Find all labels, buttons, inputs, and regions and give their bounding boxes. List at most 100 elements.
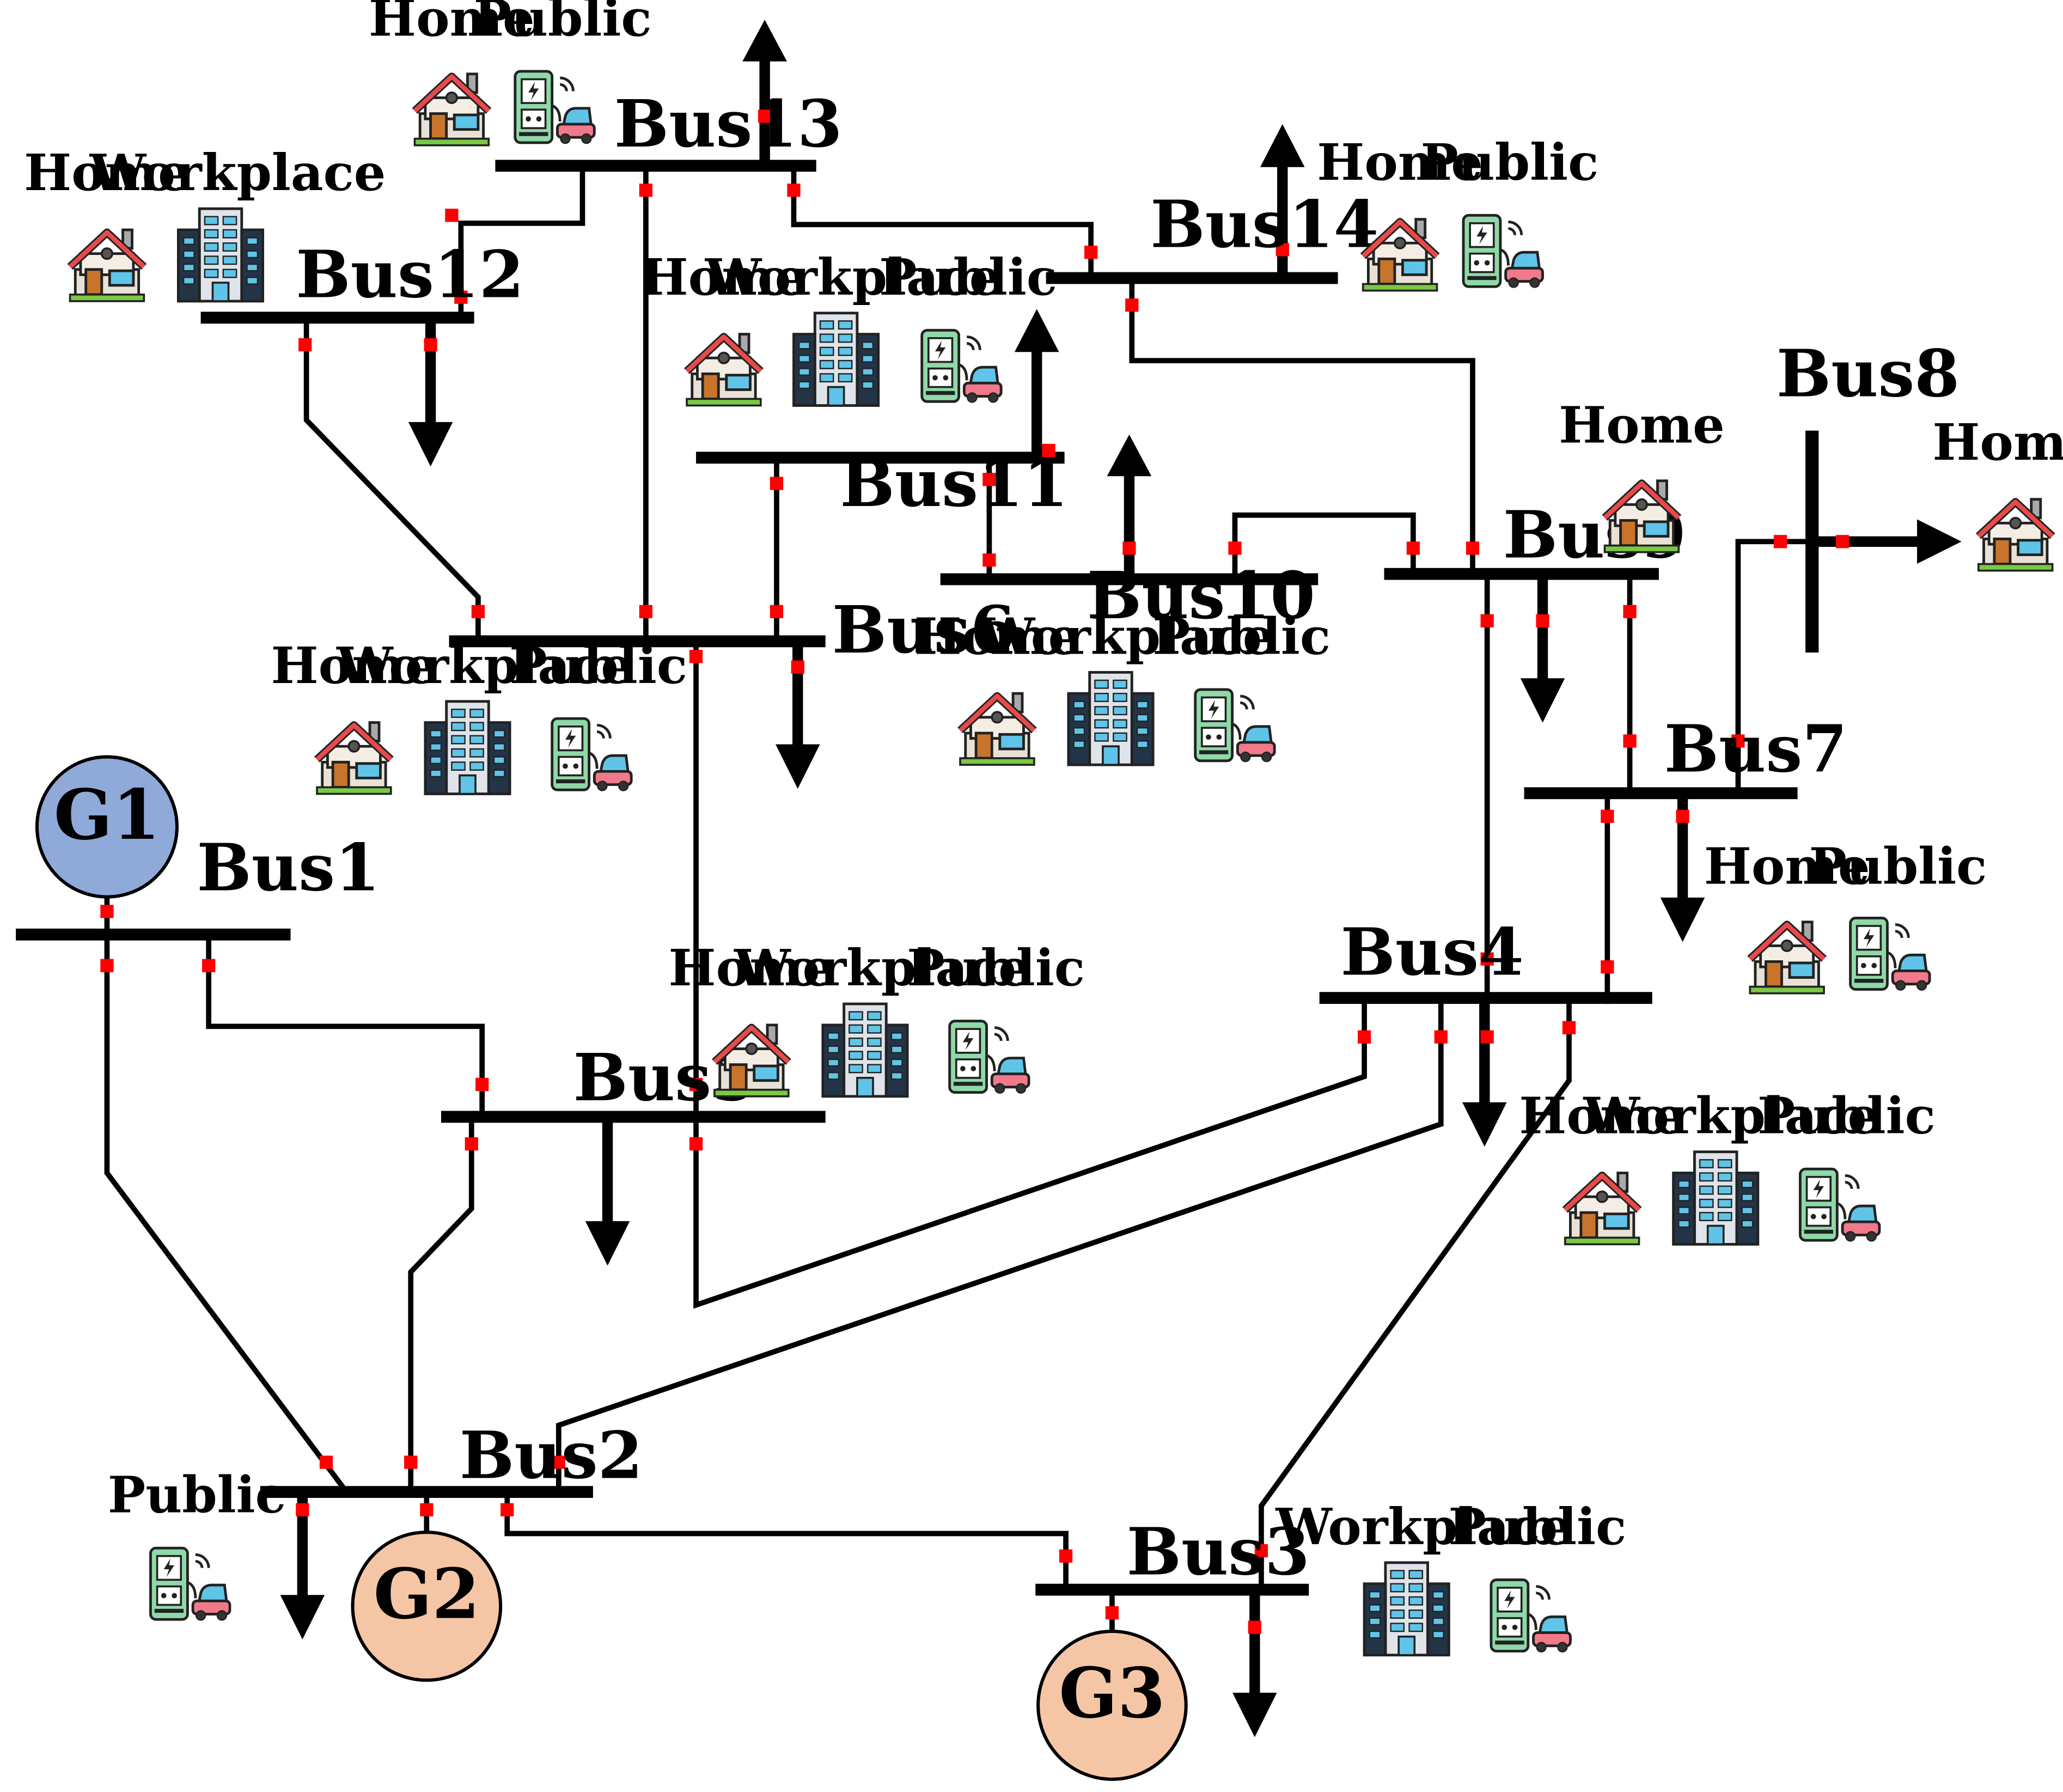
load-arrow-icon bbox=[585, 1116, 630, 1266]
bus-label-bus3: Bus3 bbox=[1127, 1514, 1310, 1590]
breaker-icon bbox=[1406, 541, 1420, 555]
busbar-bus2 bbox=[260, 1486, 593, 1498]
category-label: Home bbox=[1559, 395, 1725, 454]
breaker-icon bbox=[298, 338, 312, 352]
breaker-icon bbox=[1480, 952, 1494, 966]
category-label: Public bbox=[907, 938, 1085, 997]
ev-charger-icon bbox=[950, 1021, 1029, 1093]
busbar-bus3 bbox=[1035, 1583, 1309, 1596]
breaker-icon bbox=[100, 905, 114, 918]
bus-label-bus13: Bus13 bbox=[614, 86, 843, 162]
breaker-icon bbox=[1623, 734, 1637, 748]
generator-g3-label: G3 bbox=[1059, 1653, 1165, 1734]
breaker-icon bbox=[639, 605, 652, 618]
breaker-icon bbox=[454, 290, 468, 304]
house-icon bbox=[70, 230, 144, 301]
generator-g1-circle bbox=[35, 755, 179, 899]
breaker-icon bbox=[1623, 605, 1637, 618]
office-building-icon bbox=[425, 702, 510, 794]
breaker-icon bbox=[465, 1137, 478, 1151]
bus-label-bus8: Bus8 bbox=[1777, 336, 1960, 412]
busbar-bus7 bbox=[1524, 787, 1798, 800]
generator-g1-label: G1 bbox=[54, 775, 160, 855]
bus-label-bus6: Bus6 bbox=[832, 592, 1015, 668]
ev-charger-icon bbox=[1463, 215, 1543, 287]
breaker-icon bbox=[982, 553, 996, 567]
category-label: Public bbox=[1809, 836, 1987, 895]
busbar-bus12 bbox=[200, 312, 474, 324]
generator-g3-circle bbox=[1036, 1629, 1188, 1781]
office-building-icon bbox=[1674, 1152, 1758, 1245]
generator-g2-label: G2 bbox=[374, 1554, 480, 1635]
breaker-icon bbox=[787, 184, 801, 197]
house-icon bbox=[1604, 481, 1679, 552]
line-bus7-bus8 bbox=[1735, 539, 1812, 793]
house-icon bbox=[960, 693, 1034, 765]
line-bus4-bus5 bbox=[693, 997, 1367, 1309]
house-icon bbox=[1979, 499, 2053, 571]
breaker-icon bbox=[1228, 541, 1242, 555]
ev-charger-icon bbox=[515, 71, 595, 143]
category-label: Workplace bbox=[1583, 1086, 1879, 1145]
busbar-bus13 bbox=[495, 160, 816, 172]
generator-g1: G1 bbox=[35, 755, 179, 899]
breaker-icon bbox=[475, 1077, 489, 1092]
line-bus1-bus2 bbox=[104, 934, 349, 1493]
load-arrow-icon bbox=[1520, 573, 1565, 723]
breaker-icon bbox=[1601, 960, 1614, 974]
breaker-icon bbox=[445, 209, 459, 222]
bus-label-bus2: Bus2 bbox=[460, 1418, 643, 1494]
bus-label-bus11: Bus11 bbox=[840, 446, 1068, 522]
category-label: Public bbox=[1152, 606, 1330, 666]
breaker-icon bbox=[1357, 1030, 1371, 1044]
category-label: Home bbox=[669, 938, 835, 997]
bus-label-bus10: Bus10 bbox=[1087, 558, 1315, 634]
category-label: Home bbox=[914, 606, 1081, 666]
generator-g2: G2 bbox=[351, 1531, 503, 1682]
load-arrow-icon bbox=[1232, 1589, 1277, 1738]
breakers bbox=[100, 109, 1850, 1634]
category-label: Home bbox=[1704, 836, 1870, 895]
line-bus2-bus5 bbox=[408, 1116, 474, 1491]
breaker-icon bbox=[202, 959, 216, 972]
busbar-bus14 bbox=[1046, 272, 1338, 284]
breaker-icon bbox=[1731, 734, 1745, 748]
line-bus6-bus12 bbox=[303, 317, 481, 641]
busbar-bus5 bbox=[441, 1111, 826, 1123]
breaker-icon bbox=[1466, 541, 1480, 555]
breaker-icon bbox=[1601, 809, 1614, 823]
breaker-icon bbox=[982, 473, 996, 486]
load-arrow-icon bbox=[1462, 997, 1507, 1147]
breaker-icon bbox=[420, 1503, 434, 1517]
category-label: Public bbox=[1420, 132, 1598, 192]
breaker-icon bbox=[1105, 1606, 1119, 1620]
breaker-icon bbox=[404, 1455, 418, 1469]
bus-label-bus4: Bus4 bbox=[1340, 915, 1523, 991]
breaker-icon bbox=[1480, 1030, 1494, 1044]
breaker-icon bbox=[1773, 535, 1787, 548]
house-icon bbox=[715, 1025, 789, 1096]
breaker-icon bbox=[639, 184, 652, 197]
breaker-icon bbox=[1248, 1620, 1261, 1634]
breaker-icon bbox=[689, 1077, 703, 1092]
breaker-icon bbox=[689, 1137, 703, 1151]
busbar-bus10 bbox=[940, 573, 1319, 586]
house-icon bbox=[687, 334, 761, 406]
category-label: Home bbox=[24, 143, 190, 202]
house-icon bbox=[414, 74, 489, 145]
busbar-bus6 bbox=[449, 635, 826, 648]
office-building-icon bbox=[794, 313, 878, 406]
house-icon bbox=[1750, 922, 1824, 993]
breaker-icon bbox=[1084, 246, 1098, 259]
breaker-icon bbox=[770, 477, 784, 490]
breaker-icon bbox=[471, 605, 485, 618]
category-label: Home bbox=[1317, 132, 1483, 192]
breaker-icon bbox=[1059, 1549, 1073, 1563]
line-bus9-bus14 bbox=[1129, 277, 1475, 574]
category-label: Home bbox=[369, 0, 535, 47]
breaker-icon bbox=[424, 338, 437, 352]
category-label: Public bbox=[474, 0, 652, 47]
house-icon bbox=[1565, 1173, 1639, 1244]
